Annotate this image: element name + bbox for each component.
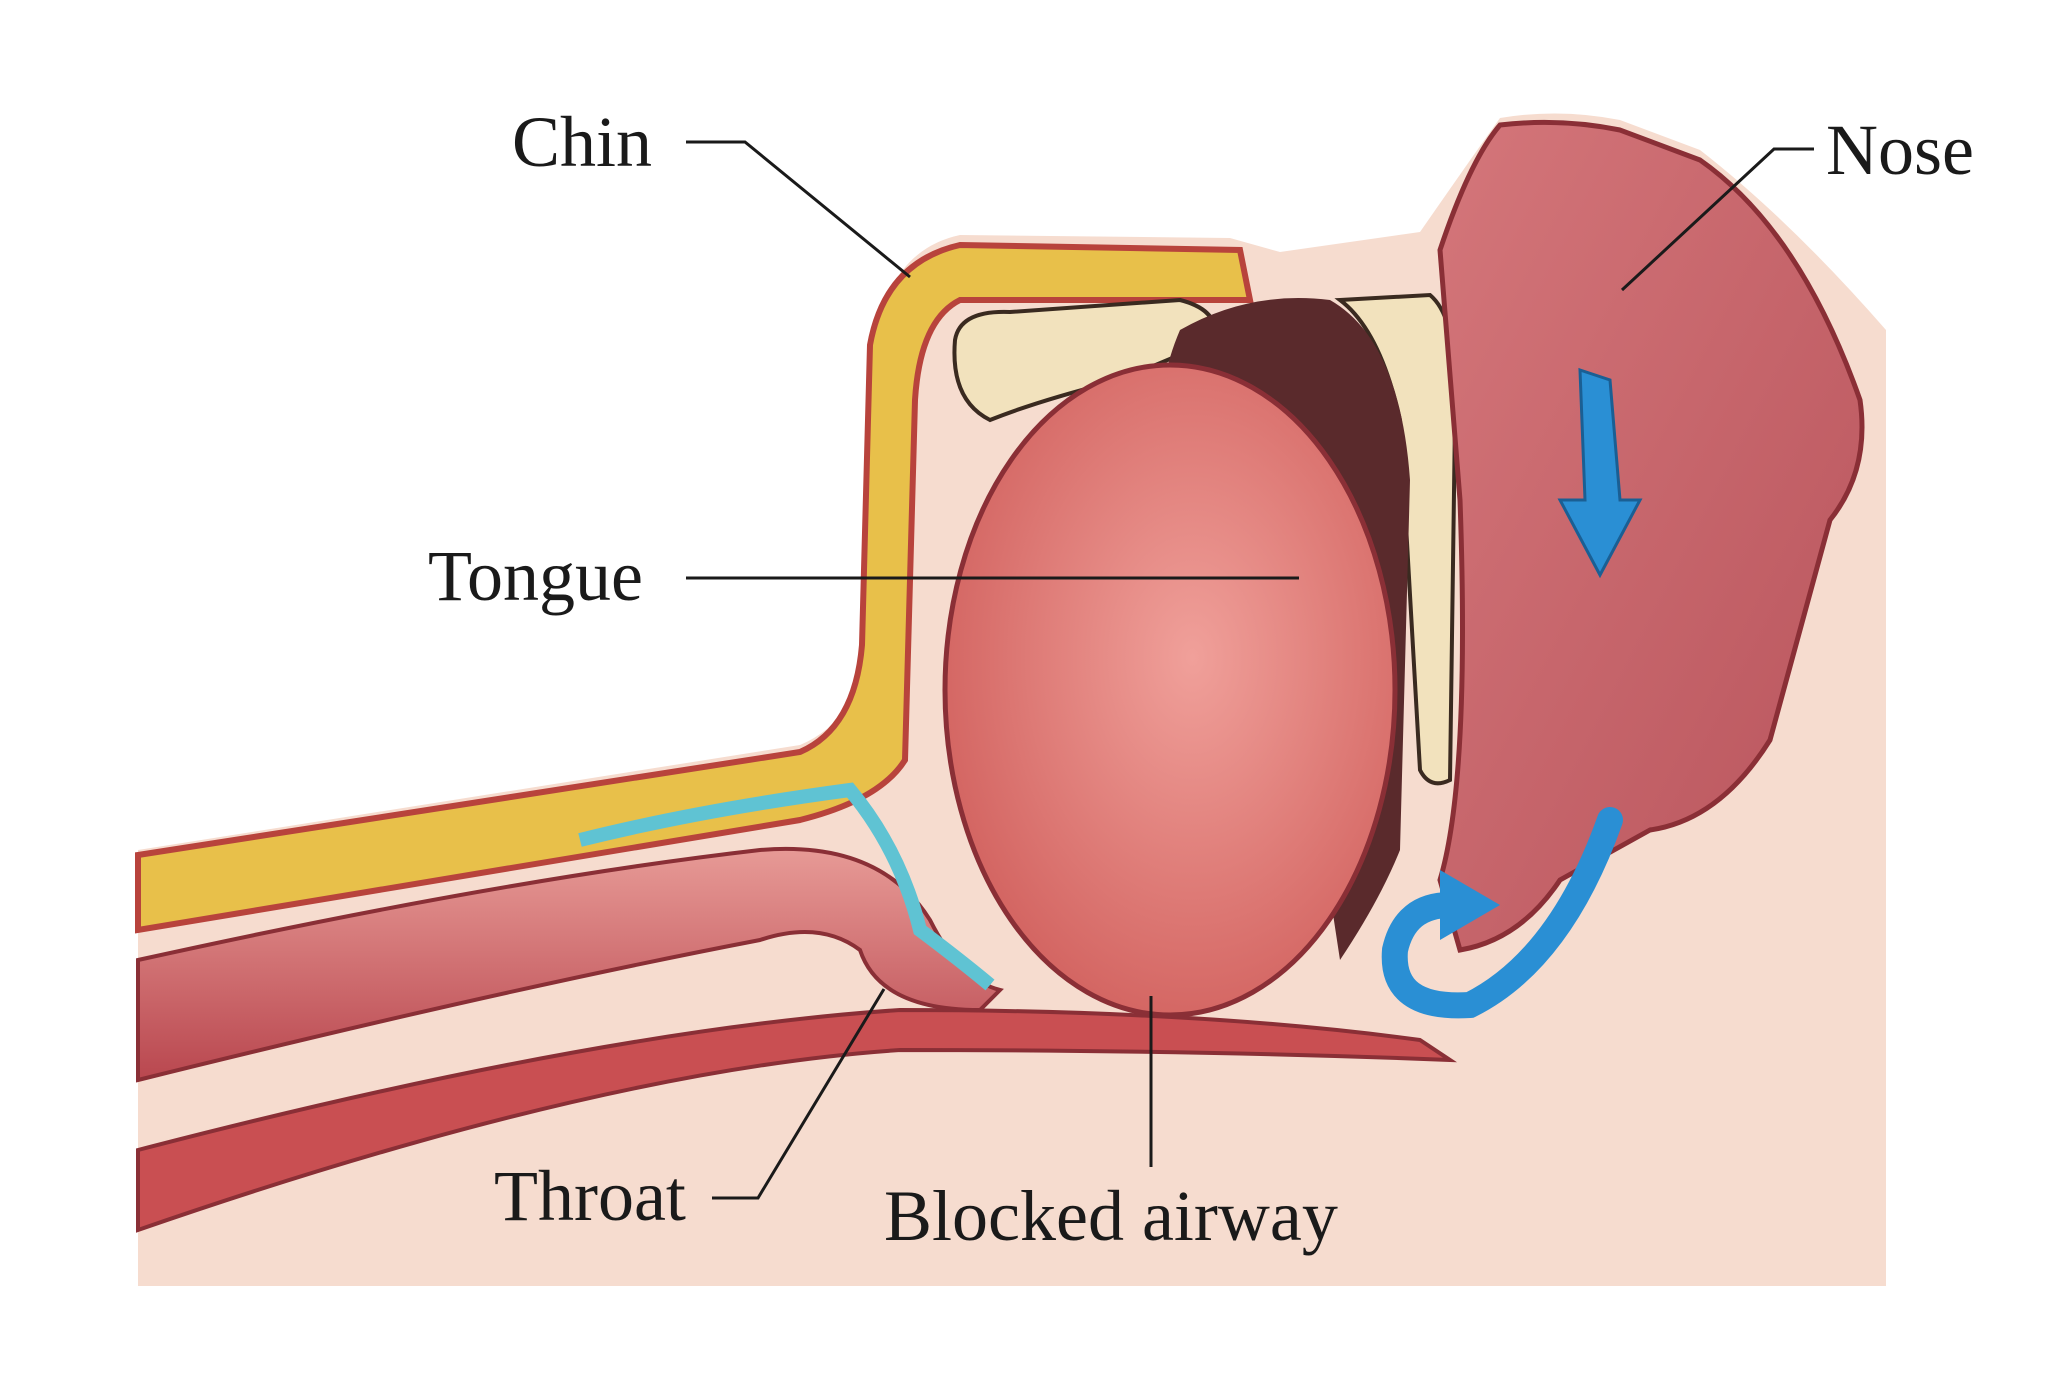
nose-leader-line <box>1620 147 1814 292</box>
airflow-curved-arrowhead <box>1440 870 1500 940</box>
epiglottis <box>578 782 995 991</box>
fat-layer <box>135 241 1254 934</box>
back-tissue <box>136 1007 1458 1233</box>
nose <box>1437 119 1865 953</box>
tongue <box>942 362 1398 1018</box>
nose-label: Nose <box>1826 110 1974 190</box>
chin-leader-line <box>686 140 911 279</box>
chin-label: Chin <box>512 102 653 182</box>
tongue-label: Tongue <box>428 536 643 616</box>
throat-leader-line <box>712 988 886 1200</box>
throat <box>136 846 1004 1083</box>
blocked-airway-label: Blocked airway <box>884 1176 1338 1256</box>
airflow-curved-arrow <box>1381 807 1623 1019</box>
airflow-down-arrow <box>1557 367 1643 579</box>
throat-label: Throat <box>494 1156 686 1236</box>
